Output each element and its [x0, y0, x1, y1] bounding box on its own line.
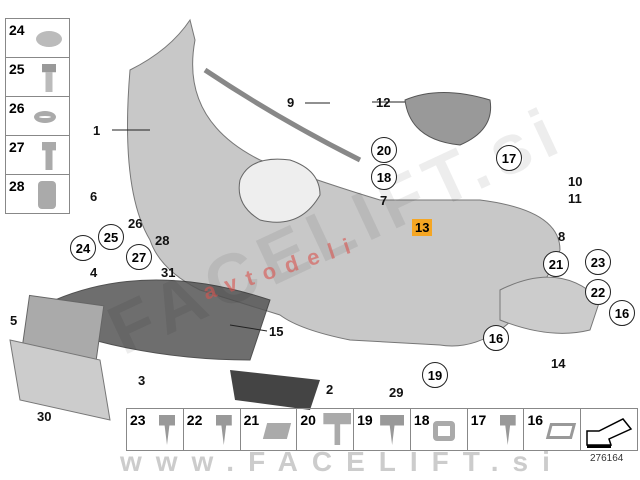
callout-8[interactable]: 8	[558, 229, 566, 244]
callout-5[interactable]: 5	[10, 313, 18, 328]
fastener-cell: 28	[6, 175, 69, 213]
fastener-cell: 16	[524, 409, 582, 450]
callout-4[interactable]: 4	[90, 265, 98, 280]
callout-11[interactable]: 11	[568, 191, 582, 206]
callout-30[interactable]: 30	[37, 409, 52, 424]
screw-icon	[499, 415, 516, 445]
diagram-number: 276164	[590, 453, 624, 464]
square-nut-icon	[432, 421, 455, 441]
callout-21[interactable]: 21	[543, 251, 569, 277]
callout-14[interactable]: 14	[551, 356, 566, 371]
cap-icon	[36, 31, 62, 47]
fastener-cell: 27	[6, 136, 69, 175]
screw-icon	[215, 415, 232, 445]
watermark-bottom: www.FACELIFT.si	[120, 446, 564, 477]
left-fastener-column: 24 25 26 27 28	[5, 18, 70, 214]
direction-arrow-icon	[586, 418, 633, 448]
grille-right-part	[230, 370, 320, 410]
callout-29[interactable]: 29	[389, 385, 404, 400]
fastener-cell: 25	[6, 58, 69, 97]
callout-7[interactable]: 7	[380, 193, 388, 208]
callout-23[interactable]: 23	[585, 249, 611, 275]
spring-clip-icon	[546, 423, 577, 439]
fastener-cell: 21	[241, 409, 298, 450]
carrier-part	[9, 339, 111, 421]
callout-2[interactable]: 2	[326, 382, 334, 397]
callout-10[interactable]: 10	[568, 174, 583, 189]
callout-9[interactable]: 9	[287, 95, 295, 110]
screw-icon	[159, 415, 175, 445]
callout-26[interactable]: 26	[128, 216, 143, 231]
fastener-cell: 17	[468, 409, 525, 450]
fastener-cell: 23	[127, 409, 184, 450]
callout-19[interactable]: 19	[422, 362, 448, 388]
fastener-cell: 24	[6, 19, 69, 58]
callout-13-highlighted[interactable]: 13	[412, 219, 433, 236]
callout-16[interactable]: 16	[483, 325, 509, 351]
sleeve-icon	[38, 181, 56, 209]
bolt-icon	[42, 64, 56, 92]
side-bracket	[499, 276, 601, 334]
callout-28[interactable]: 28	[155, 233, 170, 248]
callout-16[interactable]: 16	[609, 300, 635, 326]
callout-25[interactable]: 25	[98, 224, 124, 250]
callout-6[interactable]: 6	[90, 189, 98, 204]
callout-20[interactable]: 20	[371, 137, 397, 163]
fastener-cell: 19	[354, 409, 411, 450]
washer-icon	[34, 111, 56, 123]
fastener-cell: 20	[297, 409, 355, 450]
callout-3[interactable]: 3	[138, 373, 146, 388]
callout-1[interactable]: 1	[93, 123, 101, 138]
callout-22[interactable]: 22	[585, 279, 611, 305]
fastener-cell: 22	[184, 409, 241, 450]
bolt-icon	[42, 142, 56, 170]
callout-17[interactable]: 17	[496, 145, 522, 171]
bolt-icon	[323, 413, 352, 445]
callout-12[interactable]: 12	[376, 95, 391, 110]
direction-arrow-cell	[581, 409, 637, 450]
kidney-grille-opening	[238, 158, 321, 223]
callout-18[interactable]: 18	[371, 164, 397, 190]
bottom-fastener-strip: 23 22 21 20 19 18 17 16	[126, 408, 638, 451]
fastener-cell: 18	[411, 409, 468, 450]
callout-27[interactable]: 27	[126, 244, 152, 270]
screw-icon	[380, 415, 405, 445]
kidney-grille-12	[404, 92, 492, 146]
fastener-cell: 26	[6, 97, 69, 136]
clip-nut-icon	[262, 423, 291, 439]
callout-24[interactable]: 24	[70, 235, 96, 261]
callout-31[interactable]: 31	[161, 265, 176, 280]
callout-15[interactable]: 15	[269, 324, 284, 339]
strip-9	[203, 67, 362, 163]
